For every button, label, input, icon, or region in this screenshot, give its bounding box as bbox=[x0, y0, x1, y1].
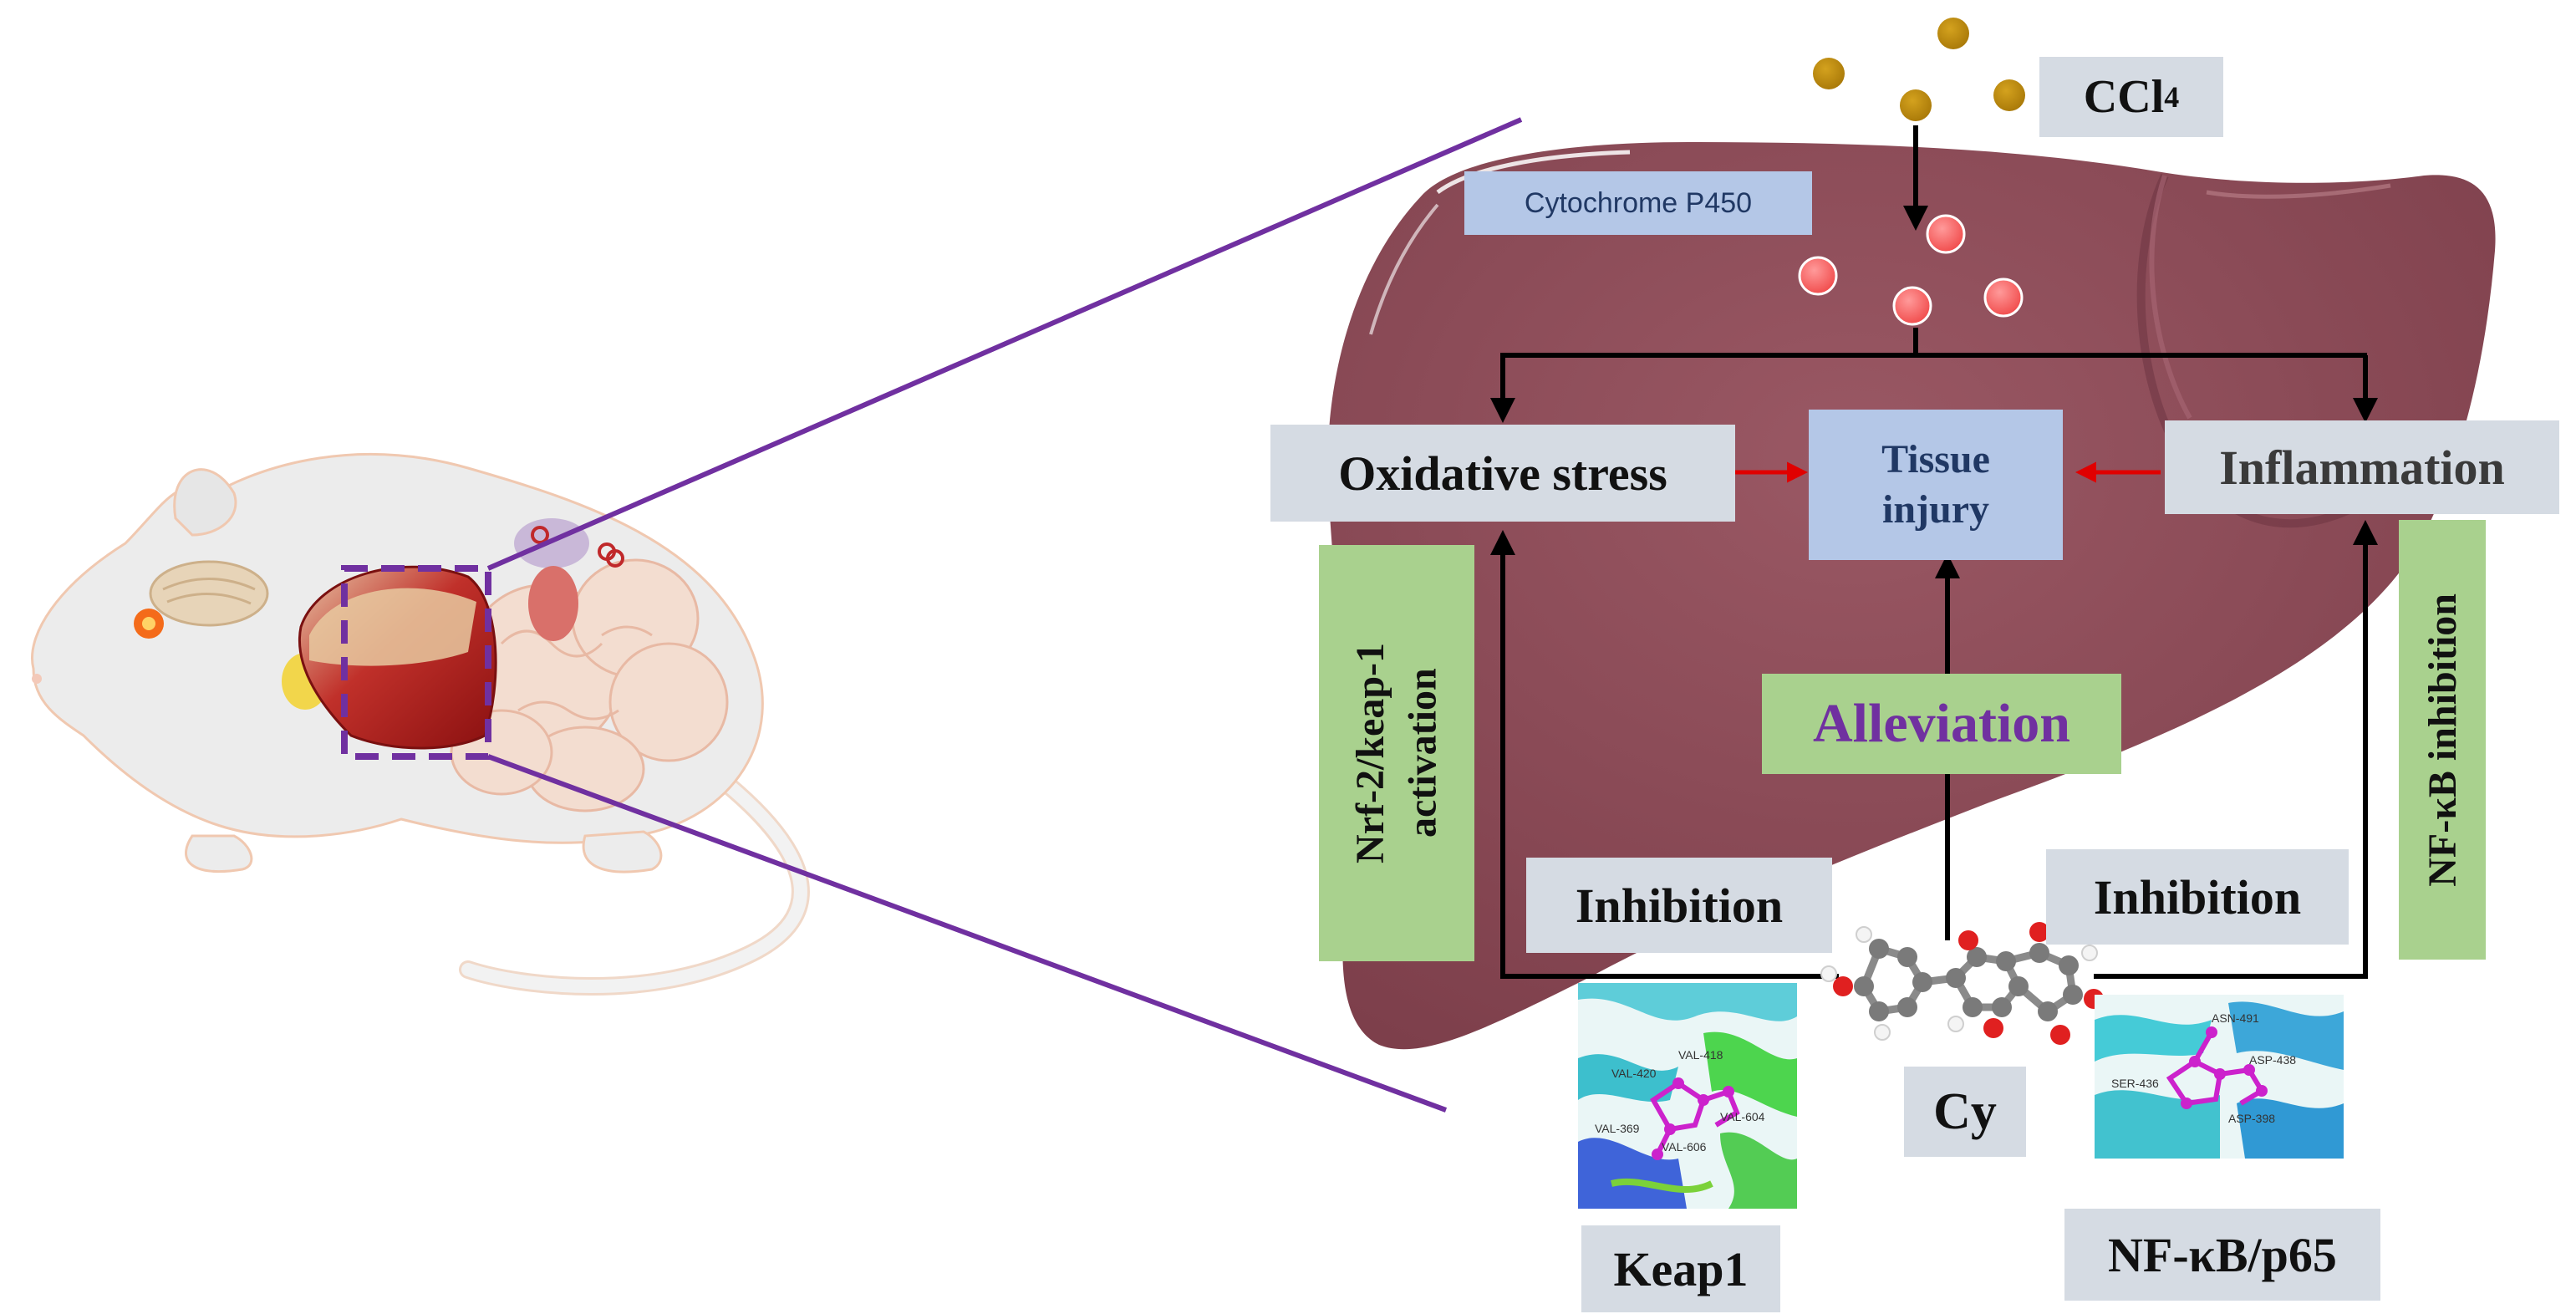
tissue-injury-box: Tissue injury bbox=[1809, 410, 2063, 560]
keap1-residue-5: VAL-606 bbox=[1662, 1140, 1707, 1154]
nrf2-activation-box: Nrf-2/keap-1 activation bbox=[1319, 545, 1474, 961]
cytochrome-text: Cytochrome P450 bbox=[1524, 186, 1753, 219]
inhibition-left-box: Inhibition bbox=[1526, 858, 1832, 953]
keap1-label: Keap1 bbox=[1581, 1225, 1780, 1312]
nfkb-inhibition-box: NF-κB inhibition bbox=[2399, 520, 2486, 960]
keap1-docking-image: VAL-418 VAL-420 VAL-604 VAL-369 VAL-606 bbox=[1578, 983, 1797, 1209]
alleviation-text: Alleviation bbox=[1813, 693, 2070, 754]
nfkb-residue-1: ASN-491 bbox=[2212, 1011, 2259, 1025]
oxidative-stress-text: Oxidative stress bbox=[1338, 446, 1667, 501]
ccl4-molecules bbox=[1813, 18, 2025, 121]
inhibition-right-text: Inhibition bbox=[2093, 869, 2302, 924]
nfkb-docking-image: ASN-491 SER-436 ASP-438 ASP-398 bbox=[2095, 995, 2344, 1159]
ccl4-text: CCl bbox=[2083, 71, 2165, 123]
nfkb-docking-svg bbox=[2095, 995, 2344, 1159]
nfkb-p65-label: NF-κB/p65 bbox=[2064, 1209, 2380, 1301]
tissue-injury-line2: injury bbox=[1881, 487, 1989, 532]
nfkb-residue-4: ASP-398 bbox=[2228, 1112, 2276, 1125]
ccl4-subscript: 4 bbox=[2164, 80, 2180, 114]
nfkb-residue-3: ASP-438 bbox=[2249, 1053, 2297, 1067]
cy-molecule bbox=[1820, 922, 2121, 1045]
oxidative-stress-box: Oxidative stress bbox=[1270, 425, 1735, 522]
keap1-text: Keap1 bbox=[1613, 1241, 1749, 1296]
cy-label: Cy bbox=[1904, 1067, 2026, 1157]
keap1-residue-2: VAL-420 bbox=[1611, 1067, 1657, 1080]
nrf2-line2: activation bbox=[1400, 668, 1444, 838]
branch-arrows bbox=[1490, 328, 2378, 423]
nfkb-inhibition-text: NF-κB inhibition bbox=[2420, 593, 2465, 887]
mouse-illustration bbox=[31, 453, 810, 996]
inhibition-right-box: Inhibition bbox=[2046, 849, 2349, 945]
keap1-residue-4: VAL-369 bbox=[1595, 1122, 1640, 1135]
liver-illustration bbox=[1327, 142, 2496, 1050]
tissue-injury-line1: Tissue bbox=[1881, 437, 1990, 481]
inflammation-text: Inflammation bbox=[2219, 440, 2505, 495]
zoom-selection-box bbox=[341, 565, 491, 760]
cy-text: Cy bbox=[1933, 1082, 1997, 1140]
nfkb-p65-text: NF-κB/p65 bbox=[2108, 1227, 2337, 1282]
free-radicals bbox=[1798, 214, 2024, 326]
inhibition-left-text: Inhibition bbox=[1575, 878, 1784, 933]
zoom-line-bottom bbox=[486, 754, 1448, 1113]
keap1-docking-svg bbox=[1578, 983, 1797, 1209]
cytochrome-p450-label: Cytochrome P450 bbox=[1464, 171, 1812, 235]
keap1-residue-3: VAL-604 bbox=[1720, 1110, 1765, 1123]
nrf2-line1: Nrf-2/keap-1 bbox=[1347, 643, 1392, 863]
alleviation-box: Alleviation bbox=[1762, 674, 2121, 774]
keap1-residue-1: VAL-418 bbox=[1678, 1048, 1723, 1062]
zoom-line-top bbox=[486, 117, 1523, 571]
inflammation-box: Inflammation bbox=[2165, 420, 2559, 514]
nfkb-residue-2: SER-436 bbox=[2111, 1077, 2159, 1090]
